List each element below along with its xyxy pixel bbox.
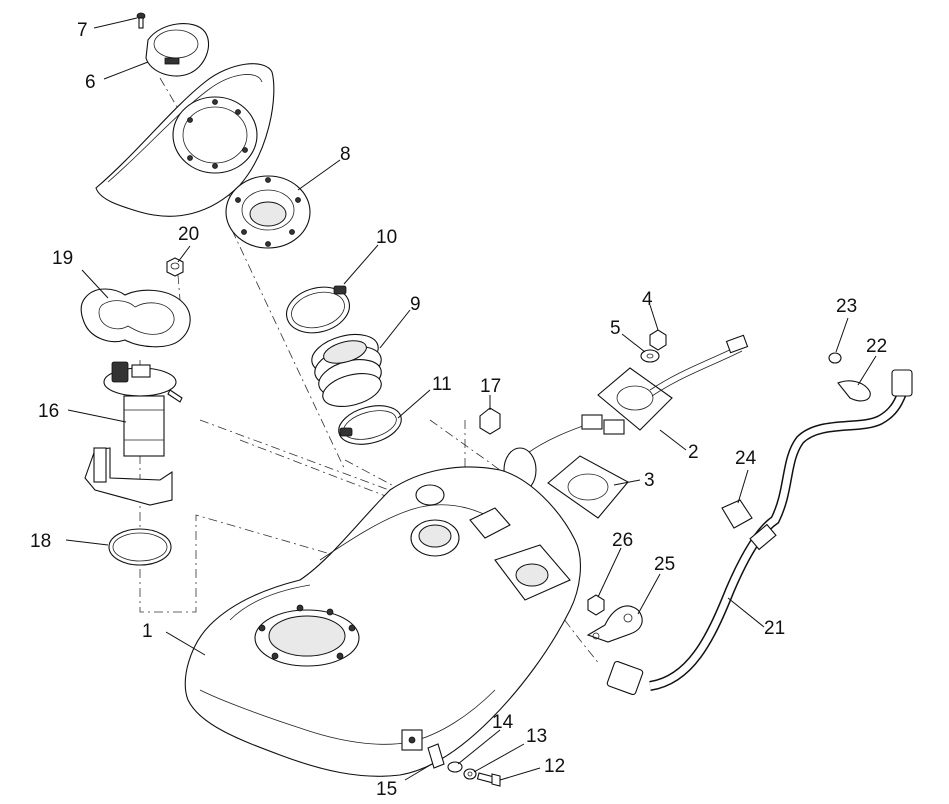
fuel-hose-part-21: [606, 369, 913, 696]
leader-lines: [65, 17, 877, 781]
bracket-part-25: [586, 605, 643, 643]
callout-16: 16: [38, 401, 59, 422]
nut-part-4: [649, 329, 667, 351]
callout-9: 9: [410, 294, 421, 315]
o-ring-part-18: [108, 528, 172, 566]
callout-25: 25: [654, 554, 675, 575]
callout-7: 7: [77, 20, 88, 41]
callout-5: 5: [610, 318, 621, 339]
tank-cover-panel: [95, 63, 275, 217]
callout-8: 8: [340, 144, 351, 165]
clamp-part-22: [837, 380, 871, 402]
callout-15: 15: [376, 779, 397, 800]
callout-19: 19: [52, 248, 73, 269]
pump-gasket-part-19: [80, 288, 191, 348]
callout-2: 2: [688, 442, 699, 463]
hose-clamp-part-10: [286, 285, 350, 334]
nut-part-26: [587, 594, 605, 616]
callout-26: 26: [612, 530, 633, 551]
sender-gasket-part-3: [547, 455, 629, 519]
callout-12: 12: [544, 756, 565, 777]
filler-flange-part-8: [225, 175, 311, 249]
nut-part-20: [166, 257, 184, 277]
level-sender-part-2: [503, 334, 749, 493]
fitting-part-17: [479, 407, 501, 435]
fuel-cap-part-6: [145, 23, 210, 77]
callout-6: 6: [85, 72, 96, 93]
callout-22: 22: [866, 336, 887, 357]
screw-part-23: [828, 352, 842, 364]
callout-10: 10: [376, 227, 397, 248]
callout-17: 17: [480, 376, 501, 397]
clip-part-24: [721, 499, 753, 529]
callout-23: 23: [836, 296, 857, 317]
callout-11: 11: [432, 374, 452, 395]
bolt-part-12: [476, 772, 501, 787]
callout-14: 14: [492, 712, 514, 733]
callout-1: 1: [142, 621, 153, 642]
screw-part-7: [136, 12, 146, 29]
callout-21: 21: [764, 618, 785, 639]
washer-part-13: [463, 768, 477, 780]
callout-13: 13: [526, 726, 547, 747]
washer-part-14: [447, 761, 463, 773]
hose-clamp-part-11: [338, 405, 402, 445]
callout-3: 3: [644, 470, 655, 491]
callout-numbers: 7 6 8 10 20 19 9 4 23 5 22 11 17 16 2 24…: [30, 20, 887, 800]
washer-part-5: [640, 349, 660, 363]
callout-20: 20: [178, 224, 199, 245]
fuel-pump-part-16: [84, 361, 183, 506]
callout-4: 4: [642, 289, 653, 310]
callout-24: 24: [735, 448, 757, 469]
fuel-tank-part-1: [184, 466, 581, 777]
filler-hose-part-9: [311, 333, 382, 407]
bracket-part-15: [427, 743, 445, 769]
callout-18: 18: [30, 531, 51, 552]
